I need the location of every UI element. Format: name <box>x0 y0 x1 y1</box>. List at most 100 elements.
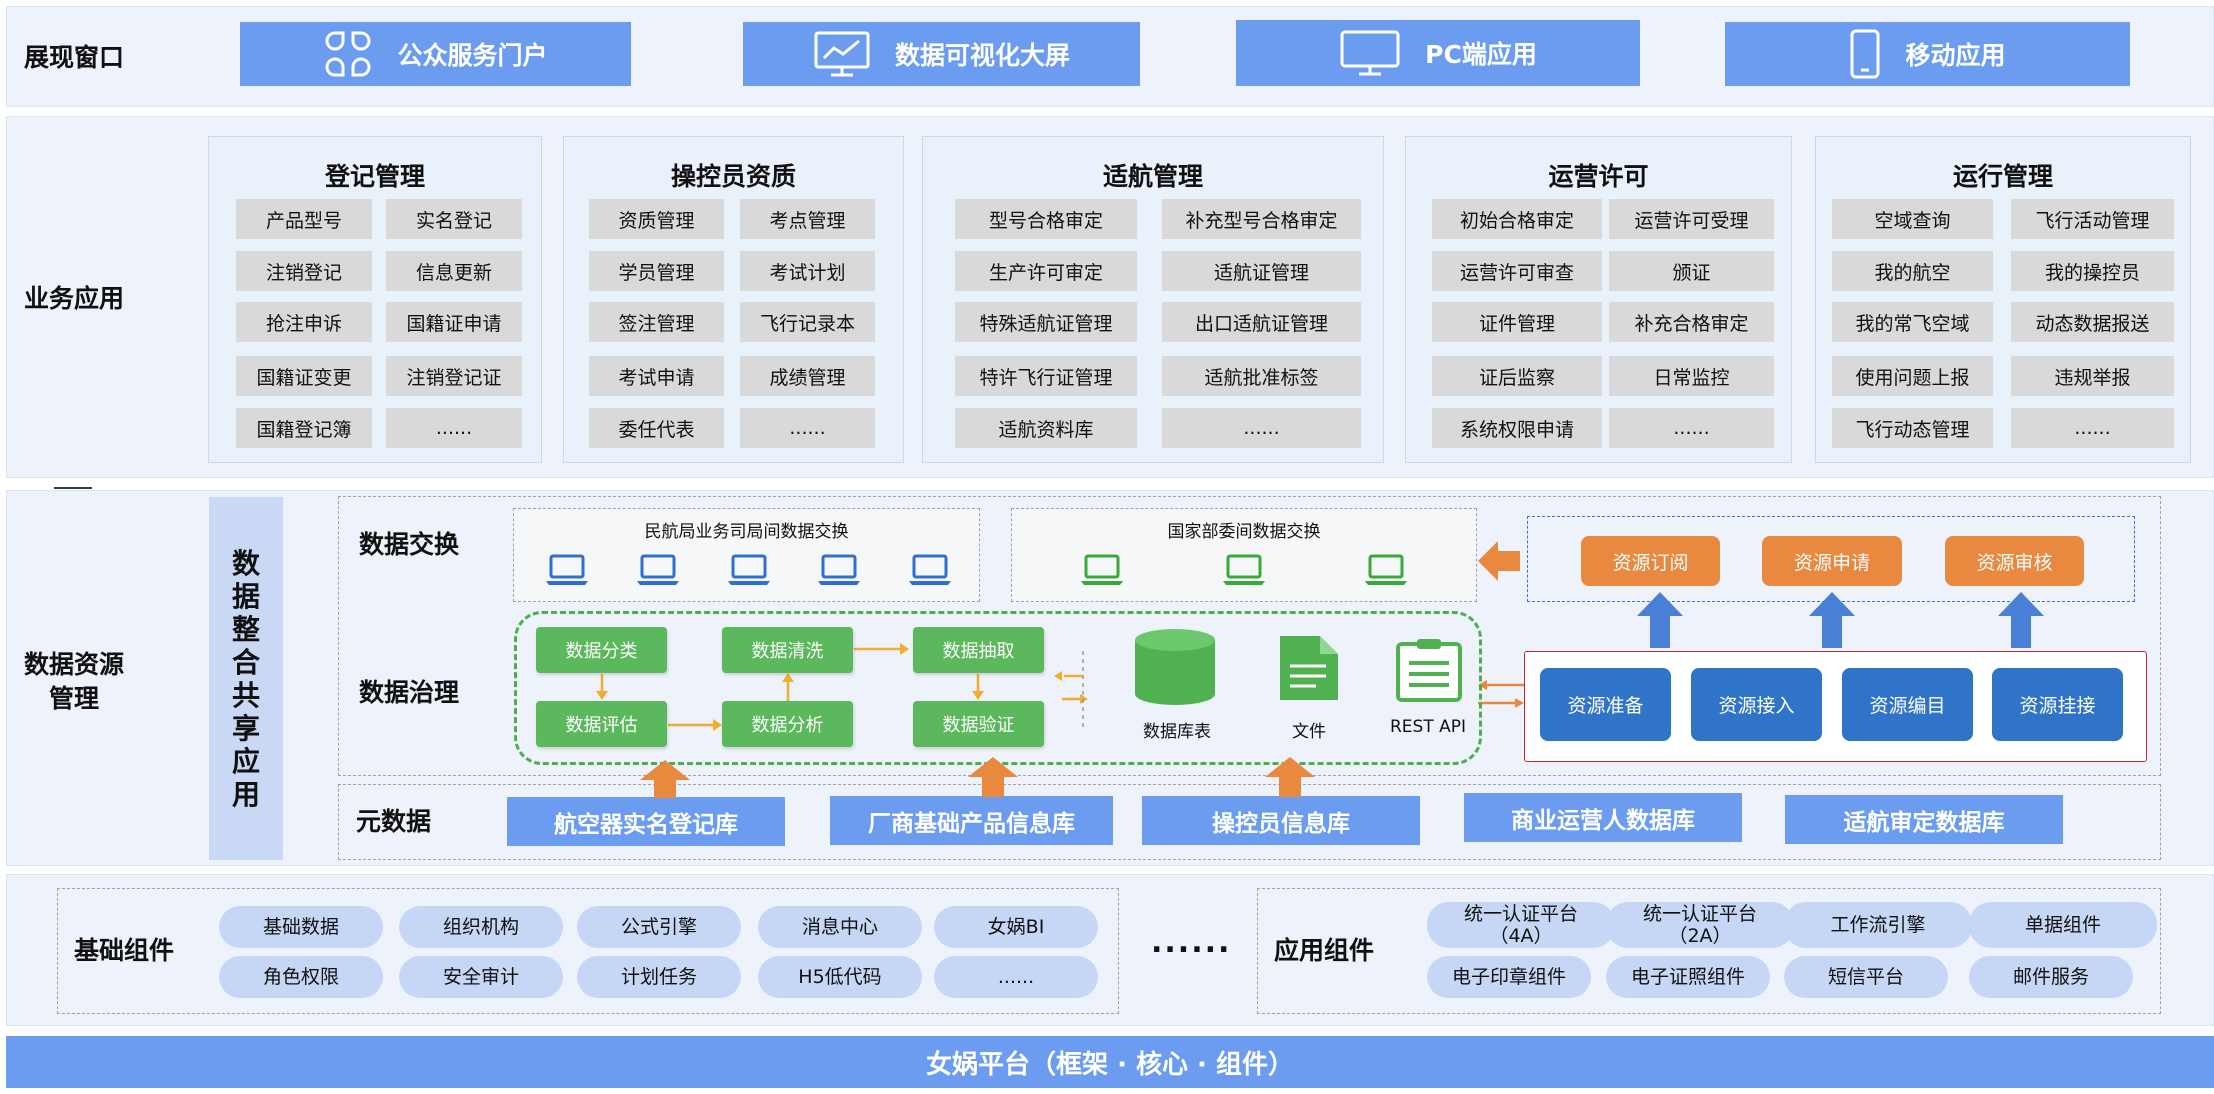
metadata-item[interactable]: 航空器实名登记库 <box>507 797 785 846</box>
module-item[interactable]: 签注管理 <box>589 302 724 342</box>
platform-footer: 女娲平台（框架 · 核心 · 组件） <box>6 1036 2214 1088</box>
module-item[interactable]: 运营许可受理 <box>1609 199 1774 239</box>
module-item[interactable]: 我的常飞空域 <box>1832 302 1993 342</box>
module-item[interactable]: 学员管理 <box>589 251 724 291</box>
module-item[interactable]: 适航资料库 <box>955 408 1137 448</box>
module-item[interactable]: 考试申请 <box>589 356 724 396</box>
module-item[interactable]: 运营许可审查 <box>1432 251 1602 291</box>
base-component-pill[interactable]: 消息中心 <box>758 906 922 948</box>
laptop-icon <box>817 553 861 591</box>
database-icon <box>1135 629 1215 705</box>
module-item[interactable]: 适航批准标签 <box>1162 356 1361 396</box>
module-item[interactable]: 注销登记证 <box>386 356 522 396</box>
module-item[interactable]: 注销登记 <box>236 251 372 291</box>
module-item[interactable]: 初始合格审定 <box>1432 199 1602 239</box>
module-item[interactable]: 飞行动态管理 <box>1832 408 1993 448</box>
app-component-pill[interactable]: 统一认证平台（2A） <box>1606 902 1794 948</box>
mobile-app-button[interactable]: 移动应用 <box>1725 22 2130 86</box>
module-item[interactable]: 型号合格审定 <box>955 199 1137 239</box>
metadata-item[interactable]: 厂商基础产品信息库 <box>830 796 1113 845</box>
app-component-pill[interactable]: 电子印章组件 <box>1427 956 1591 998</box>
module-item[interactable]: ...... <box>386 408 522 448</box>
resource-op-button[interactable]: 资源接入 <box>1691 668 1822 741</box>
module-item[interactable]: 我的航空 <box>1832 251 1993 291</box>
resource-op-button[interactable]: 资源编目 <box>1842 668 1973 741</box>
governance-step[interactable]: 数据清洗 <box>722 627 853 673</box>
metadata-label: 元数据 <box>356 807 432 836</box>
module-item[interactable]: 使用问题上报 <box>1832 356 1993 396</box>
module-item[interactable]: 出口适航证管理 <box>1162 302 1361 342</box>
app-component-pill[interactable]: 邮件服务 <box>1969 956 2133 998</box>
base-component-pill[interactable]: 组织机构 <box>399 906 563 948</box>
module-item[interactable]: 动态数据报送 <box>2011 302 2174 342</box>
module-item[interactable]: 特许飞行证管理 <box>955 356 1137 396</box>
module-item[interactable]: 生产许可审定 <box>955 251 1137 291</box>
module-item[interactable]: 日常监控 <box>1609 356 1774 396</box>
module-item[interactable]: 委任代表 <box>589 408 724 448</box>
governance-step[interactable]: 数据分析 <box>722 701 853 747</box>
base-component-pill[interactable]: 安全审计 <box>399 956 563 998</box>
metadata-item[interactable]: 商业运营人数据库 <box>1464 793 1742 842</box>
module-item[interactable]: 我的操控员 <box>2011 251 2174 291</box>
module-item[interactable]: 特殊适航证管理 <box>955 302 1137 342</box>
app-components-frame <box>1257 888 2161 1014</box>
module-item[interactable]: 抢注申诉 <box>236 302 372 342</box>
module-item[interactable]: ...... <box>1162 408 1361 448</box>
app-component-pill[interactable]: 统一认证平台（4A） <box>1427 902 1615 948</box>
metadata-frame <box>338 784 2161 860</box>
base-component-pill[interactable]: 计划任务 <box>577 956 741 998</box>
module-item[interactable]: 资质管理 <box>589 199 724 239</box>
base-component-pill[interactable]: H5低代码 <box>758 956 922 998</box>
governance-step[interactable]: 数据分类 <box>536 627 667 673</box>
module-item[interactable]: 信息更新 <box>386 251 522 291</box>
module-item[interactable]: ...... <box>2011 408 2174 448</box>
app-component-pill[interactable]: 电子证照组件 <box>1606 956 1770 998</box>
governance-label: 数据治理 <box>359 678 460 707</box>
module-item[interactable]: 飞行活动管理 <box>2011 199 2174 239</box>
module-item[interactable]: 考点管理 <box>740 199 875 239</box>
module-item[interactable]: 国籍证变更 <box>236 356 372 396</box>
metadata-item[interactable]: 适航审定数据库 <box>1785 795 2063 844</box>
module-item[interactable]: 实名登记 <box>386 199 522 239</box>
module-item[interactable]: 证后监察 <box>1432 356 1602 396</box>
portal-button[interactable]: 公众服务门户 <box>240 22 631 86</box>
resource-action-button[interactable]: 资源申请 <box>1762 536 1902 586</box>
module-item[interactable]: 国籍登记簿 <box>236 408 372 448</box>
app-component-pill[interactable]: 单据组件 <box>1969 902 2157 948</box>
module-item[interactable]: 证件管理 <box>1432 302 1602 342</box>
module-item[interactable]: 空域查询 <box>1832 199 1993 239</box>
governance-step[interactable]: 数据评估 <box>536 701 667 747</box>
caac-exchange-title: 民航局业务司局间数据交换 <box>644 522 849 542</box>
base-component-pill[interactable]: 公式引擎 <box>577 906 741 948</box>
metadata-item[interactable]: 操控员信息库 <box>1142 796 1420 845</box>
resource-action-button[interactable]: 资源审核 <box>1945 536 2084 586</box>
module-item[interactable]: 补充合格审定 <box>1609 302 1774 342</box>
base-component-pill[interactable]: 基础数据 <box>219 906 383 948</box>
module-item[interactable]: 适航证管理 <box>1162 251 1361 291</box>
module-item[interactable]: 补充型号合格审定 <box>1162 199 1361 239</box>
module-item[interactable]: 成绩管理 <box>740 356 875 396</box>
pc-app-button[interactable]: PC端应用 <box>1236 20 1640 86</box>
module-item[interactable]: ...... <box>1609 408 1774 448</box>
module-item[interactable]: 产品型号 <box>236 199 372 239</box>
module-item[interactable]: ...... <box>740 408 875 448</box>
app-component-pill[interactable]: 工作流引擎 <box>1784 902 1972 948</box>
module-item[interactable]: 违规举报 <box>2011 356 2174 396</box>
module-item[interactable]: 国籍证申请 <box>386 302 522 342</box>
module-item[interactable]: 颁证 <box>1609 251 1774 291</box>
laptop-icon <box>1080 553 1124 591</box>
governance-step[interactable]: 数据验证 <box>913 701 1044 747</box>
module-item[interactable]: 飞行记录本 <box>740 302 875 342</box>
base-component-pill[interactable]: 角色权限 <box>219 956 383 998</box>
base-component-pill[interactable]: ...... <box>934 956 1098 998</box>
app-component-pill[interactable]: 短信平台 <box>1784 956 1948 998</box>
resource-op-button[interactable]: 资源挂接 <box>1992 668 2123 741</box>
governance-step[interactable]: 数据抽取 <box>913 627 1044 673</box>
module-item[interactable]: 系统权限申请 <box>1432 408 1602 448</box>
resource-action-button[interactable]: 资源订阅 <box>1581 536 1720 586</box>
orange-left-arrow-icon <box>1478 541 1520 581</box>
base-component-pill[interactable]: 女娲BI <box>934 906 1098 948</box>
visual-screen-button[interactable]: 数据可视化大屏 <box>743 22 1140 86</box>
module-item[interactable]: 考试计划 <box>740 251 875 291</box>
resource-op-button[interactable]: 资源准备 <box>1540 668 1671 741</box>
